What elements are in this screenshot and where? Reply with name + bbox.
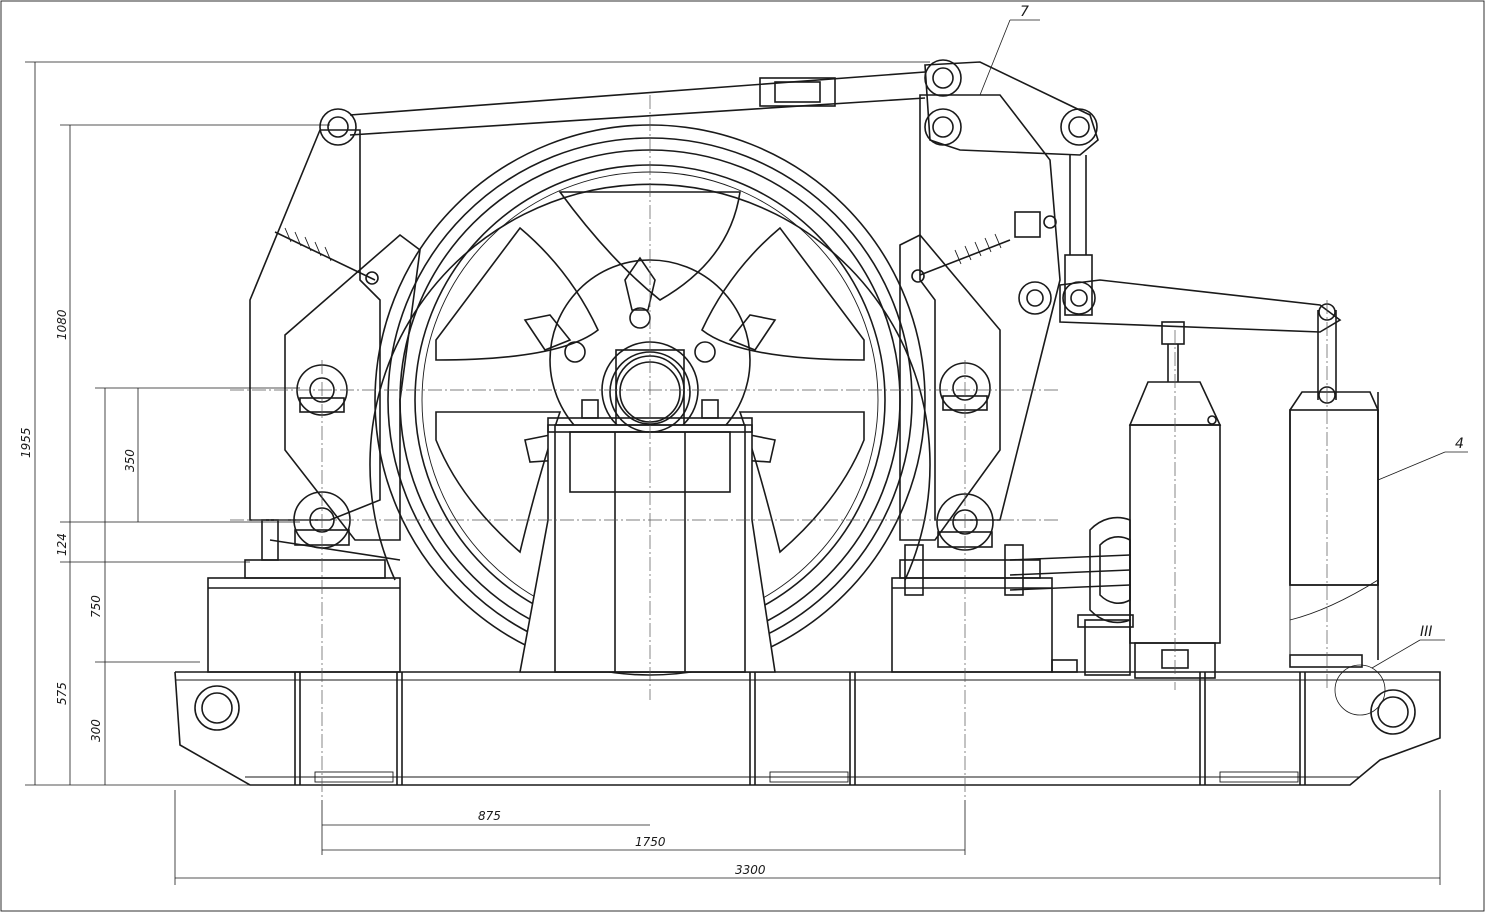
- dim-575: 575: [55, 682, 69, 705]
- left-brake-lever: [249, 108, 421, 549]
- callout-4: 4: [1455, 436, 1464, 452]
- left-support-block: [207, 519, 401, 673]
- callout-detail-III: III: [1420, 624, 1432, 640]
- motor-unit: [1289, 391, 1379, 668]
- callout-7: 7: [1020, 4, 1029, 20]
- dim-1750: 1750: [635, 835, 666, 849]
- dim-1080: 1080: [55, 309, 69, 340]
- right-brake-lever: [899, 59, 1061, 551]
- dim-124: 124: [55, 533, 69, 556]
- lever-beam: [1059, 279, 1342, 404]
- dim-3300: 3300: [735, 863, 766, 877]
- lifting-eye-left: [194, 685, 240, 731]
- dimension-lines: [25, 19, 1468, 885]
- coupling-unit: [1009, 516, 1134, 676]
- base-frame: [174, 671, 1441, 786]
- dim-350: 350: [123, 449, 137, 472]
- bell-crank-assembly: [349, 61, 1099, 316]
- right-support-block: [891, 544, 1078, 673]
- dim-875: 875: [478, 809, 501, 823]
- dim-750: 750: [89, 595, 103, 618]
- lifting-eye-right: [1370, 689, 1416, 735]
- dim-1955: 1955: [19, 427, 33, 458]
- center-lines: [230, 95, 1328, 800]
- dim-300: 300: [89, 719, 103, 742]
